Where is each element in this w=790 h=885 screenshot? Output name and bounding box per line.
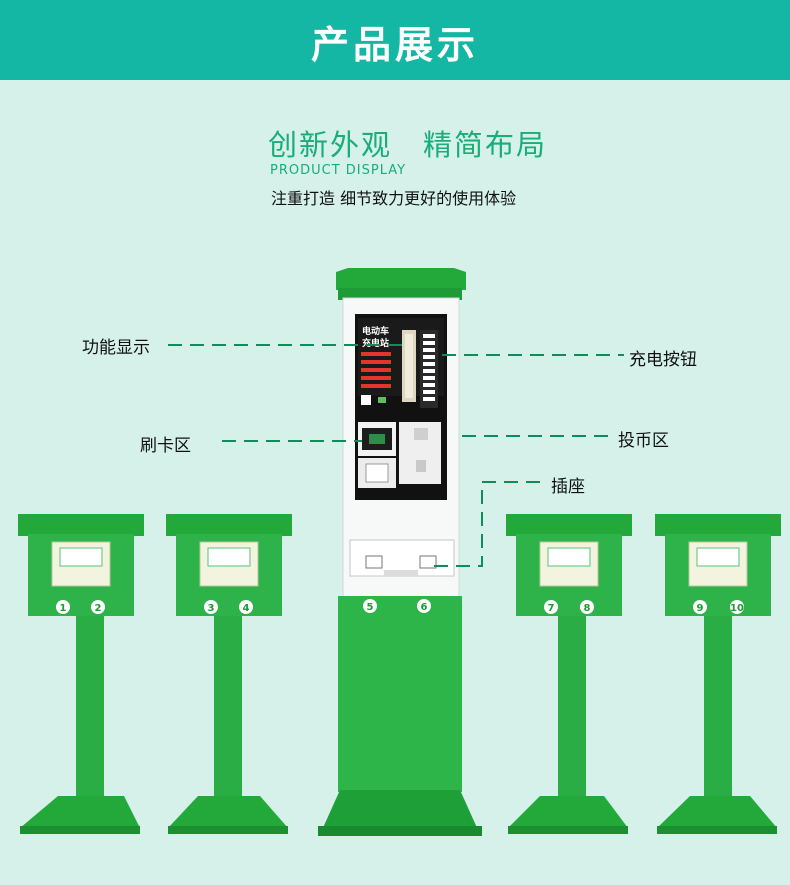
socket-number-6: 6 (421, 602, 428, 613)
socket-number-7: 7 (548, 603, 555, 614)
section-subtitle-en: PRODUCT DISPLAY (270, 163, 407, 178)
charge-button-strip (420, 330, 438, 408)
banner-title: 产品展示 (310, 23, 479, 67)
socket-number-3: 3 (208, 603, 215, 614)
socket-number-8: 8 (584, 603, 591, 614)
callout-leaders (168, 344, 624, 567)
socket-number-markers: 1 2 3 4 5 6 7 8 9 10 (56, 599, 744, 614)
socket-post-4 (655, 514, 781, 834)
socket-panel (349, 539, 455, 577)
panel-title-line1: 电动车 (362, 325, 389, 337)
socket-post-3 (506, 514, 632, 834)
section-subtitle: 创新外观 精简布局 (268, 128, 548, 162)
callout-coin-area: 投币区 (618, 431, 669, 451)
socket-number-9: 9 (697, 603, 704, 614)
header-banner: 产品展示 (0, 0, 790, 80)
led-display (402, 330, 416, 402)
instruction-badges (361, 352, 391, 405)
socket-number-1: 1 (60, 603, 67, 614)
socket-number-4: 4 (243, 603, 250, 614)
socket-number-5: 5 (367, 602, 374, 613)
callout-socket: 插座 (551, 477, 585, 497)
callout-charge-buttons: 充电按钮 (629, 350, 697, 370)
coin-slot (399, 422, 441, 484)
panel-title-line2: 充电站 (362, 337, 389, 349)
socket-number-2: 2 (95, 603, 102, 614)
callout-card-area: 刷卡区 (140, 436, 191, 456)
card-reader (358, 422, 396, 488)
socket-number-10: 10 (730, 603, 744, 614)
charging-station (318, 268, 482, 836)
callout-display: 功能显示 (82, 338, 150, 358)
socket-post-1 (18, 514, 144, 834)
socket-post-2 (166, 514, 292, 834)
section-tagline: 注重打造 细节致力更好的使用体验 (271, 189, 517, 208)
